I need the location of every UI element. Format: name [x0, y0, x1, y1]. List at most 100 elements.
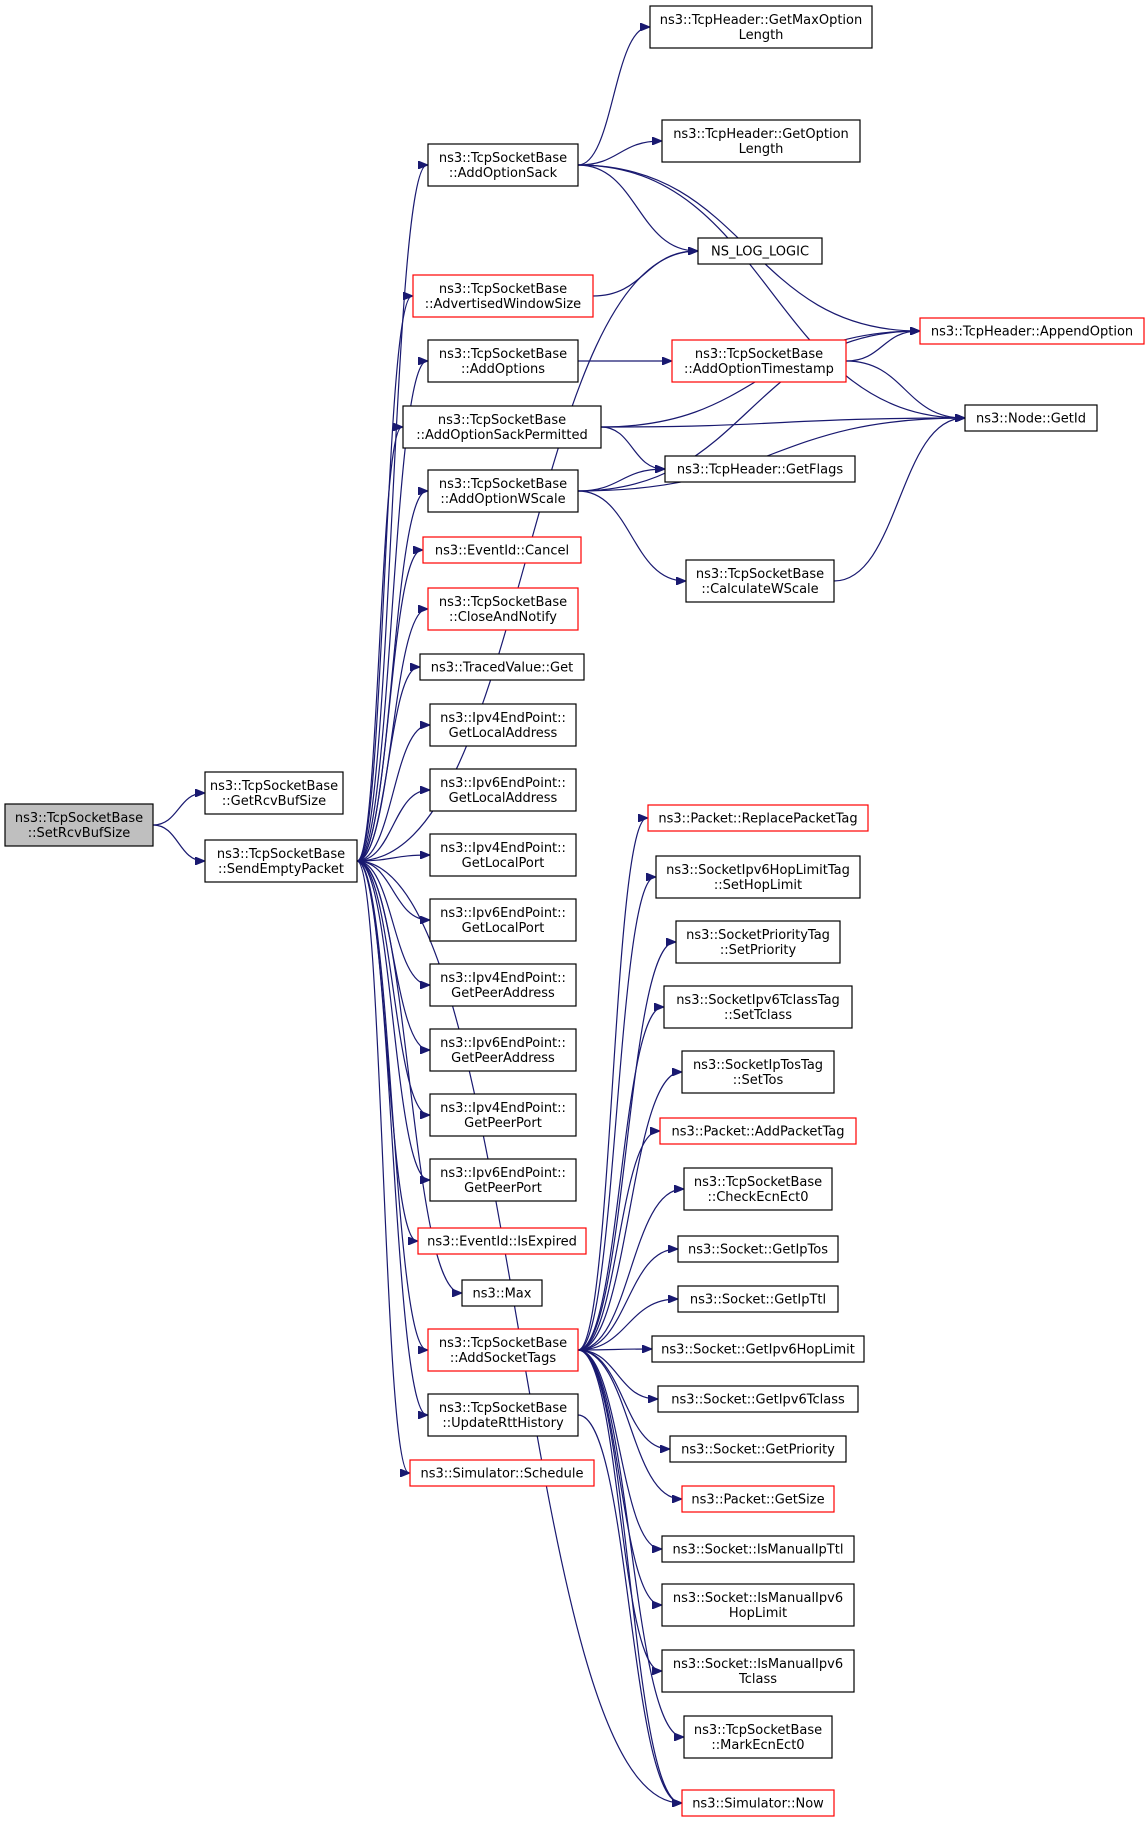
edge-addoptwscale-to-nodegetid: [577, 418, 964, 492]
node-ip6localaddr[interactable]: ns3::Ipv6EndPoint::GetLocalAddress: [429, 768, 577, 812]
node-label: ::MarkEcnEct0: [711, 1738, 804, 1753]
edge-sendempty-to-addoptwscale: [356, 491, 427, 862]
node-label: ::AdvertisedWindowSize: [425, 297, 581, 312]
node-label: Length: [739, 142, 784, 157]
node-box: [419, 653, 585, 681]
node-box: [461, 1279, 543, 1307]
node-addsockettags[interactable]: ns3::TcpSocketBase::AddSocketTags: [427, 1328, 579, 1372]
node-label: Length: [739, 28, 784, 43]
node-addpackettag[interactable]: ns3::Packet::AddPacketTag: [659, 1117, 857, 1145]
node-box: [663, 985, 853, 1029]
node-box: [675, 920, 841, 964]
node-label: ns3::TcpHeader::AppendOption: [931, 325, 1133, 340]
node-addopttimestamp[interactable]: ns3::TcpSocketBase::AddOptionTimestamp: [671, 339, 847, 383]
node-addoptwscale[interactable]: ns3::TcpSocketBase::AddOptionWScale: [427, 469, 579, 513]
node-addoptsackperm[interactable]: ns3::TcpSocketBase::AddOptionSackPermitt…: [402, 405, 602, 449]
node-box: [417, 1227, 587, 1255]
node-sendempty[interactable]: ns3::TcpSocketBase::SendEmptyPacket: [204, 839, 358, 883]
node-nodegetid[interactable]: ns3::Node::GetId: [964, 404, 1098, 432]
node-ip6peerport[interactable]: ns3::Ipv6EndPoint::GetPeerPort: [429, 1158, 577, 1202]
node-simnow[interactable]: ns3::Simulator::Now: [681, 1789, 835, 1817]
node-checkecn[interactable]: ns3::TcpSocketBase::CheckEcnEct0: [683, 1167, 833, 1211]
edge-addoptwscale-to-calcwscale: [577, 490, 685, 581]
node-closenotify[interactable]: ns3::TcpSocketBase::CloseAndNotify: [427, 587, 579, 631]
node-label: ns3::TcpSocketBase: [217, 847, 345, 862]
node-ip4peeraddr[interactable]: ns3::Ipv4EndPoint::GetPeerAddress: [429, 963, 577, 1007]
node-calcwscale[interactable]: ns3::TcpSocketBase::CalculateWScale: [685, 559, 835, 603]
node-box: [422, 536, 582, 564]
node-max[interactable]: ns3::Max: [461, 1279, 543, 1307]
edge-sendempty-to-ip6localport: [356, 860, 429, 920]
node-getpriority[interactable]: ns3::Socket::GetPriority: [669, 1435, 847, 1463]
node-box: [664, 455, 856, 483]
edge-addopttimestamp-to-appendopt: [845, 331, 919, 362]
node-root[interactable]: ns3::TcpSocketBase::SetRcvBufSize: [4, 803, 154, 847]
node-label: ::AddOptionSackPermitted: [416, 428, 587, 443]
node-ip4peerport[interactable]: ns3::Ipv4EndPoint::GetPeerPort: [429, 1093, 577, 1137]
node-ip4localaddr[interactable]: ns3::Ipv4EndPoint::GetLocalAddress: [429, 703, 577, 747]
node-addoptsack[interactable]: ns3::TcpSocketBase::AddOptionSack: [427, 143, 579, 187]
node-box: [429, 898, 577, 942]
node-box: [429, 703, 577, 747]
node-cancel[interactable]: ns3::EventId::Cancel: [422, 536, 582, 564]
node-getipttl[interactable]: ns3::Socket::GetIpTtl: [677, 1285, 839, 1313]
node-advwin[interactable]: ns3::TcpSocketBase::AdvertisedWindowSize: [412, 274, 594, 318]
node-label: ns3::SocketIpv6HopLimitTag: [666, 863, 850, 878]
node-settos[interactable]: ns3::SocketIpTosTag::SetTos: [681, 1050, 835, 1094]
node-label: ns3::Socket::GetIpv6Tclass: [671, 1393, 845, 1408]
node-label: ::SetTclass: [724, 1008, 792, 1023]
node-nslog[interactable]: NS_LOG_LOGIC: [697, 237, 823, 265]
node-updatertt[interactable]: ns3::TcpSocketBase::UpdateRttHistory: [427, 1393, 579, 1437]
node-label: ::SendEmptyPacket: [218, 862, 344, 877]
node-packetgetsize[interactable]: ns3::Packet::GetSize: [681, 1485, 835, 1513]
node-ip6peeraddr[interactable]: ns3::Ipv6EndPoint::GetPeerAddress: [429, 1028, 577, 1072]
edge-addoptsack-to-getoptlen: [577, 141, 661, 166]
node-label: ns3::EventId::Cancel: [435, 544, 569, 559]
node-addoptions[interactable]: ns3::TcpSocketBase::AddOptions: [427, 339, 579, 383]
edge-sendempty-to-ip4localport: [356, 855, 429, 862]
node-tracedget[interactable]: ns3::TracedValue::Get: [419, 653, 585, 681]
node-box: [669, 1435, 847, 1463]
edge-sendempty-to-addoptsack: [356, 165, 427, 862]
node-label: ::AddSocketTags: [450, 1351, 556, 1366]
node-box: [681, 1050, 835, 1094]
node-setpriority[interactable]: ns3::SocketPriorityTag::SetPriority: [675, 920, 841, 964]
node-ismanualipttl[interactable]: ns3::Socket::IsManualIpTtl: [661, 1535, 855, 1563]
node-ip6localport[interactable]: ns3::Ipv6EndPoint::GetLocalPort: [429, 898, 577, 942]
node-label: GetPeerAddress: [451, 1051, 555, 1066]
node-appendopt[interactable]: ns3::TcpHeader::AppendOption: [919, 317, 1145, 345]
edge-addopttimestamp-to-nodegetid: [845, 360, 964, 418]
node-label: ns3::TcpSocketBase: [439, 595, 567, 610]
node-label: ns3::Max: [473, 1287, 532, 1302]
node-getipv6tclass[interactable]: ns3::Socket::GetIpv6Tclass: [657, 1385, 859, 1413]
node-label: ::AddOptionSack: [449, 166, 558, 181]
node-label: ns3::Ipv6EndPoint::: [440, 906, 566, 921]
edge-sendempty-to-ip4peerport: [356, 860, 429, 1115]
node-markecn[interactable]: ns3::TcpSocketBase::MarkEcnEct0: [683, 1715, 833, 1759]
edge-addoptsack-to-nslog: [577, 164, 697, 251]
node-box: [651, 1335, 865, 1363]
node-schedule[interactable]: ns3::Simulator::Schedule: [409, 1459, 595, 1487]
node-isexpired[interactable]: ns3::EventId::IsExpired: [417, 1227, 587, 1255]
edge-addoptsackperm-to-getflags: [600, 426, 664, 469]
node-box: [677, 1285, 839, 1313]
node-label: ns3::TcpHeader::GetOption: [673, 127, 849, 142]
node-replacetag[interactable]: ns3::Packet::ReplacePacketTag: [647, 804, 869, 832]
node-getflags[interactable]: ns3::TcpHeader::GetFlags: [664, 455, 856, 483]
node-label: ns3::TcpHeader::GetFlags: [677, 463, 844, 478]
node-ip4localport[interactable]: ns3::Ipv4EndPoint::GetLocalPort: [429, 833, 577, 877]
node-box: [429, 1158, 577, 1202]
node-getiptos[interactable]: ns3::Socket::GetIpTos: [677, 1235, 839, 1263]
node-sethoplimit[interactable]: ns3::SocketIpv6HopLimitTag::SetHopLimit: [655, 855, 861, 899]
node-box: [685, 559, 835, 603]
node-settclass[interactable]: ns3::SocketIpv6TclassTag::SetTclass: [663, 985, 853, 1029]
edge-addoptsack-to-nodegetid: [577, 164, 964, 418]
node-box: [412, 274, 594, 318]
node-label: ns3::EventId::IsExpired: [427, 1235, 577, 1250]
node-getipv6hop[interactable]: ns3::Socket::GetIpv6HopLimit: [651, 1335, 865, 1363]
node-getrcvbuf[interactable]: ns3::TcpSocketBase::GetRcvBufSize: [204, 771, 344, 815]
